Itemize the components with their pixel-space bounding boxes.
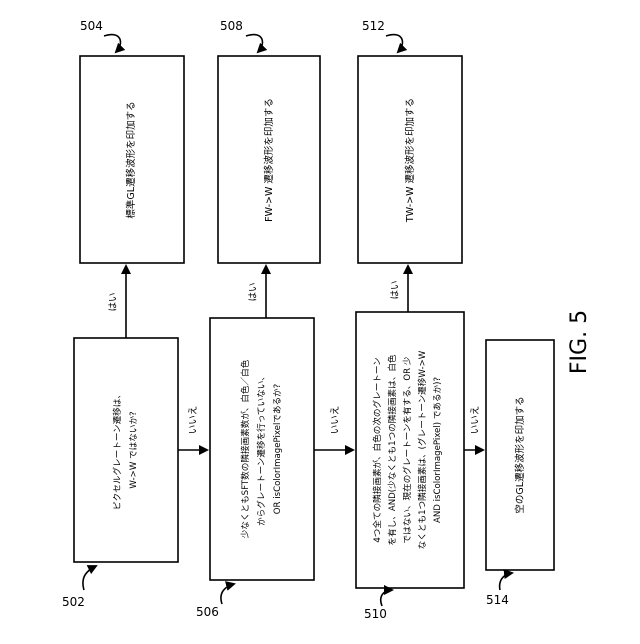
- edge-no-1: いいえ: [188, 406, 199, 435]
- decision-502-line: W->W ではないか?: [128, 411, 139, 488]
- action-508-text: FW->W 遷移波形を印加する: [263, 98, 275, 222]
- leader-508: [246, 35, 262, 52]
- decision-506-text: 少なくともSFT数の隣接画素数が、白色／白色 からグレートーン遷移を行っていない…: [239, 359, 283, 538]
- figure-label: FIG. 5: [567, 310, 592, 374]
- decision-510-line: なくとも1つ隣接画素は、(グレートーン遷移W->W: [416, 350, 428, 549]
- ref-506: 506: [196, 605, 219, 619]
- edge-yes-2: はい: [248, 282, 259, 301]
- decision-506-line: OR isColorImagePixelであるか?: [272, 384, 283, 514]
- decision-510-line: AND isColorImagePixel) であるか)?: [432, 377, 443, 523]
- edge-yes-1: はい: [108, 292, 119, 311]
- decision-502-line: ピクセルグレートーン遷移は、: [111, 390, 123, 510]
- leader-514: [500, 573, 512, 590]
- decision-510-line: 4つ全ての隣接画素が、白色の次のグレートーン: [371, 357, 383, 542]
- decision-506-line: 少なくともSFT数の隣接画素数が、白色／白色: [239, 359, 251, 538]
- ref-514: 514: [486, 593, 509, 607]
- action-514-text: 空のGL遷移波形を印加する: [514, 396, 526, 513]
- decision-510-text: 4つ全ての隣接画素が、白色の次のグレートーン を有し、AND(少なくとも1つの隣…: [371, 350, 443, 549]
- leader-502: [83, 566, 96, 590]
- leader-512: [386, 35, 402, 52]
- action-512-text: TW->W 遷移波形を印加する: [404, 98, 416, 223]
- ref-512: 512: [362, 19, 385, 33]
- decision-510-line: を有し、AND(少なくとも1つの隣接画素は、白色: [386, 354, 398, 545]
- decision-506-line: からグレートーン遷移を行っていない、: [255, 372, 267, 526]
- leader-504: [104, 35, 120, 52]
- leader-506: [221, 584, 234, 604]
- decision-box-502: [74, 338, 178, 562]
- edge-no-2: いいえ: [330, 406, 341, 435]
- edge-yes-3: はい: [390, 280, 401, 299]
- action-504-text: 標準GL遷移波形を印加する: [125, 101, 137, 218]
- ref-510: 510: [364, 607, 387, 621]
- edge-no-3: いいえ: [470, 406, 481, 435]
- leader-510: [381, 590, 392, 606]
- ref-504: 504: [80, 19, 103, 33]
- decision-510-line: ではない、現在のグレートーンを有する、OR 少: [401, 356, 413, 543]
- ref-502: 502: [62, 595, 85, 609]
- ref-508: 508: [220, 19, 243, 33]
